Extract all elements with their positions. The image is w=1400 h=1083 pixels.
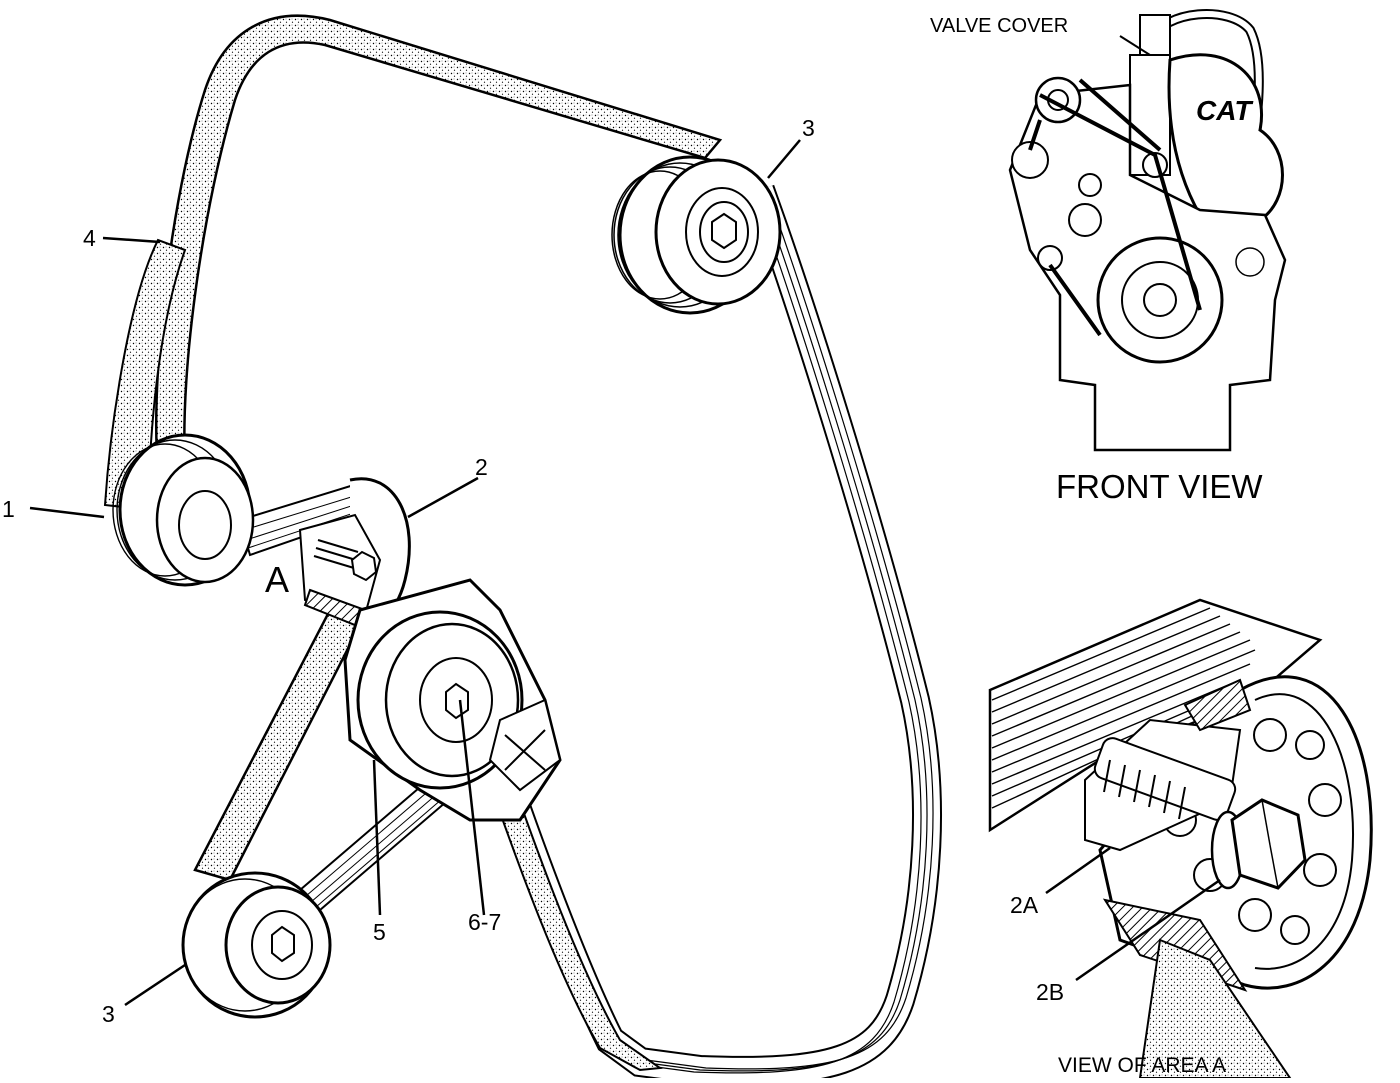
- callout-2b: 2B: [1036, 979, 1064, 1005]
- top-idler-pulley: [611, 155, 782, 315]
- engine-front-view: CAT: [1008, 9, 1287, 452]
- callout-leaders: [29, 139, 801, 1007]
- front-view-title: FRONT VIEW: [1056, 468, 1263, 505]
- area-a-enlarged-view: [988, 598, 1373, 1079]
- serpentine-belt: [103, 14, 942, 1083]
- callout-3-bottom: 3: [102, 1001, 115, 1027]
- belt-tensioner: [343, 578, 562, 822]
- valve-cover-label: VALVE COVER: [930, 15, 1068, 37]
- callout-4: 4: [83, 225, 96, 251]
- crankshaft-pulley-left: [112, 433, 255, 587]
- bottom-idler-pulley: [181, 871, 332, 1019]
- cat-logo: CAT: [1196, 95, 1254, 126]
- area-a-detail: [298, 477, 411, 627]
- callout-1: 1: [2, 496, 15, 522]
- callout-6-7: 6-7: [468, 909, 501, 935]
- callout-2: 2: [475, 454, 488, 480]
- callout-3-top: 3: [802, 115, 815, 141]
- view-of-area-a-caption: VIEW OF AREA A: [1058, 1054, 1226, 1077]
- callout-5: 5: [373, 919, 386, 945]
- callout-2a: 2A: [1010, 892, 1039, 918]
- area-a-marker: A: [265, 559, 289, 600]
